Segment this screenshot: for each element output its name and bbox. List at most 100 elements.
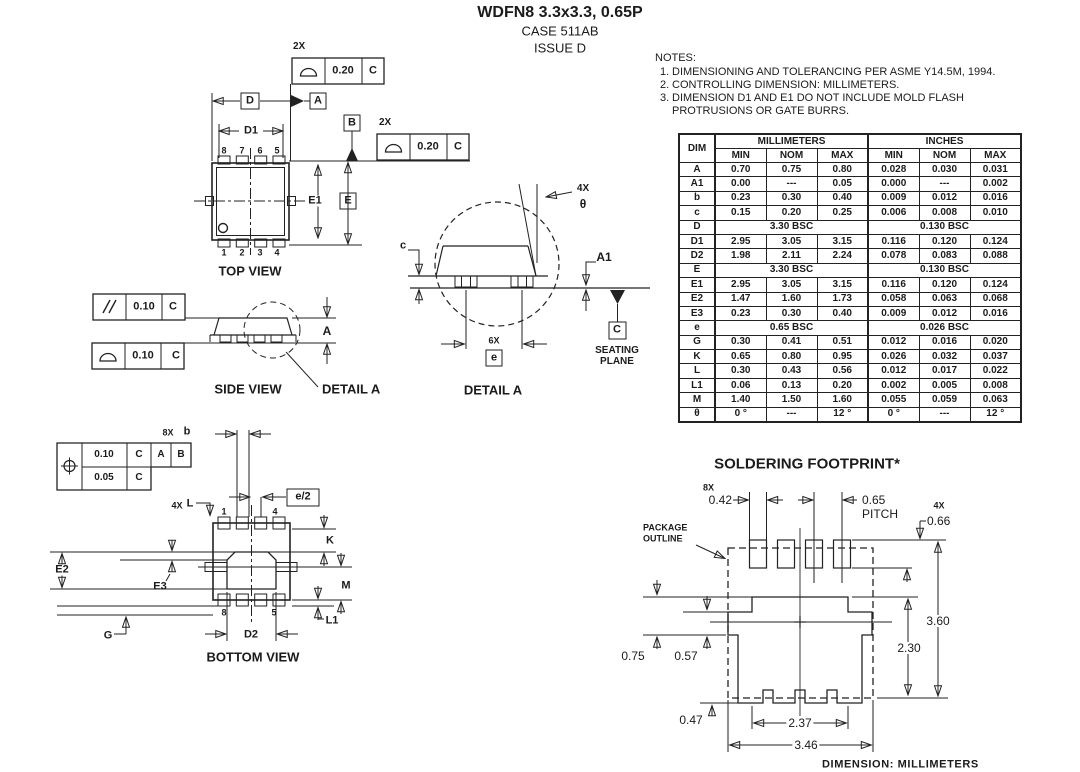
dim-value-cell: 0.23 bbox=[714, 305, 767, 322]
dim-name-cell: M bbox=[678, 392, 716, 408]
col-header: NOM bbox=[765, 148, 818, 163]
seating-plane-triangle bbox=[610, 290, 625, 304]
qty-callout: 6X bbox=[488, 335, 500, 346]
dim-value-cell: 1.50 bbox=[765, 392, 818, 408]
top-view-title: TOP VIEW bbox=[218, 263, 282, 279]
pin-number: 5 bbox=[271, 607, 277, 618]
dim-label-d1: D1 bbox=[243, 124, 259, 137]
dim-value-cell: 0 ° bbox=[714, 406, 767, 423]
dim-value-cell: 0.012 bbox=[867, 334, 920, 351]
qty-callout: 2X bbox=[379, 117, 392, 128]
dim-value-cell: 0.65 bbox=[714, 349, 767, 365]
profile-of-line-icon bbox=[384, 143, 403, 153]
dim-label-c: c bbox=[399, 239, 407, 252]
dim-value-cell: 0.028 bbox=[867, 161, 920, 178]
pin-number: 4 bbox=[272, 506, 278, 517]
dim-value-cell: 0.032 bbox=[918, 349, 971, 365]
dim-value-cell: 0.063 bbox=[918, 291, 971, 307]
dim-value-cell: 0.055 bbox=[867, 392, 920, 408]
dim-value-cell: 0.017 bbox=[918, 363, 971, 379]
pin-number: 8 bbox=[221, 145, 227, 156]
dim-value-cell: 0.130 BSC bbox=[867, 262, 1022, 279]
qty-callout: 4X bbox=[171, 500, 183, 511]
seating-plane-label: SEATING bbox=[595, 345, 639, 356]
detail-a-reference: DETAIL A bbox=[322, 381, 381, 397]
dim-label-e1: E1 bbox=[306, 194, 324, 207]
dim-label-l1: L1 bbox=[325, 614, 339, 627]
dim-value-cell: 0.009 bbox=[867, 305, 920, 322]
note-number: 1. bbox=[660, 66, 670, 78]
datum-a-triangle bbox=[291, 95, 304, 107]
pin-number: 7 bbox=[239, 145, 245, 156]
dim-label-m: M bbox=[341, 579, 351, 592]
notes-heading: NOTES: bbox=[655, 52, 696, 64]
qty-callout: 4X bbox=[576, 183, 590, 194]
qty-callout: 4X bbox=[933, 500, 945, 511]
dim-value-cell: 0.063 bbox=[969, 392, 1022, 408]
dim-value-cell: 0.020 bbox=[969, 334, 1022, 351]
pitch-dim: 0.65 bbox=[862, 493, 886, 507]
dim-value-cell: 0.51 bbox=[816, 334, 869, 351]
dim-value-cell: 0.116 bbox=[867, 277, 920, 293]
profile-of-line-icon bbox=[99, 352, 117, 362]
dim-label-e: E bbox=[344, 194, 352, 207]
dim-value-cell: --- bbox=[765, 406, 818, 423]
dim-col-header: DIM bbox=[678, 133, 716, 163]
fcf-datum-ref: C bbox=[454, 140, 462, 153]
dim-label-g: G bbox=[103, 629, 113, 642]
position-symbol-icon bbox=[61, 457, 78, 475]
bottom-view-title: BOTTOM VIEW bbox=[206, 649, 300, 665]
dim-value-cell: 12 ° bbox=[816, 406, 869, 423]
pin-number: 3 bbox=[257, 247, 263, 258]
dim-value-cell: 0.130 BSC bbox=[867, 219, 1022, 235]
dim-value-cell: 0.037 bbox=[969, 349, 1022, 365]
dim-value-cell: 0.016 bbox=[969, 305, 1022, 322]
dim-label-theta: θ bbox=[579, 197, 587, 211]
dim-value-cell: 0.40 bbox=[816, 305, 869, 322]
side-view-title: SIDE VIEW bbox=[214, 381, 282, 397]
pad-height-dim: 0.66 bbox=[927, 514, 951, 528]
package-outline-label: OUTLINE bbox=[643, 533, 683, 544]
dim-name-cell: θ bbox=[678, 406, 716, 423]
dim-value-cell: 0.083 bbox=[918, 248, 971, 264]
dim-table: DIM MILLIMETERS INCHES MIN NOM MAX MIN N… bbox=[678, 133, 1022, 424]
offset-dim: 0.57 bbox=[674, 649, 698, 663]
dim-value-cell: 0.80 bbox=[816, 161, 869, 178]
dim-value-cell: 0.124 bbox=[969, 233, 1022, 250]
dim-value-cell: 2.95 bbox=[714, 277, 767, 293]
fcf-datum-ref: A bbox=[157, 449, 165, 460]
fcf-datum-ref: C bbox=[369, 64, 377, 77]
dim-value-cell: 0.031 bbox=[969, 161, 1022, 178]
in-group-header: INCHES bbox=[867, 133, 1022, 149]
dim-name-cell: E3 bbox=[678, 305, 716, 322]
pin-number: 8 bbox=[221, 607, 227, 618]
profile-of-line-icon bbox=[299, 67, 318, 77]
fcf-datum-ref: C bbox=[169, 300, 177, 313]
dim-value-cell: 0.078 bbox=[867, 248, 920, 264]
detail-a-title: DETAIL A bbox=[463, 382, 523, 398]
dim-value-cell: 0.120 bbox=[918, 233, 971, 250]
dim-label-e2: E2 bbox=[53, 563, 71, 576]
units-note: DIMENSION: MILLIMETERS bbox=[822, 758, 979, 771]
dim-value-cell: 0.120 bbox=[918, 277, 971, 293]
dim-value-cell: 0.008 bbox=[969, 377, 1022, 394]
dim-value-cell: 1.98 bbox=[714, 248, 767, 264]
fcf-tolerance: 0.10 bbox=[94, 449, 114, 460]
dim-value-cell: 0.008 bbox=[918, 205, 971, 221]
dim-value-cell: 3.05 bbox=[765, 233, 818, 250]
pin-number: 6 bbox=[257, 145, 263, 156]
package-outline-label: PACKAGE bbox=[643, 522, 688, 533]
dim-value-cell: 3.05 bbox=[765, 277, 818, 293]
dim-value-cell: 0.80 bbox=[765, 349, 818, 365]
dim-value-cell: 0.088 bbox=[969, 248, 1022, 264]
dim-value-cell: 0.068 bbox=[969, 291, 1022, 307]
dim-value-cell: 0.75 bbox=[765, 161, 818, 178]
